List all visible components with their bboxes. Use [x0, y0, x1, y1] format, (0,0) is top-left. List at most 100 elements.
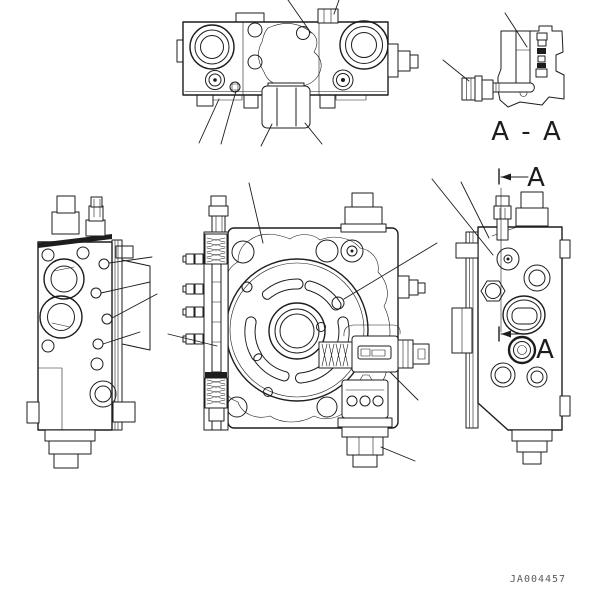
plug-port	[90, 287, 102, 299]
section-outline	[497, 25, 565, 108]
bolt-hole	[90, 357, 104, 371]
fitting-bolt	[461, 75, 535, 102]
section-marker-middle-label: A	[536, 335, 556, 365]
bolt-hole	[247, 22, 263, 38]
leader-line	[431, 178, 494, 256]
bottom-solenoid	[44, 429, 96, 469]
spool-stem	[208, 195, 229, 233]
leader-line	[248, 182, 264, 244]
section-marker-top-label: A	[527, 163, 547, 193]
leader-line	[504, 12, 528, 48]
plug-port	[331, 296, 345, 310]
bolt-hole	[316, 396, 338, 418]
plug-port	[98, 258, 110, 270]
port-ring-bottom	[89, 380, 117, 408]
hex-plug-top	[317, 8, 339, 24]
top-cap	[340, 192, 387, 233]
spring-section	[206, 379, 226, 405]
bolt-hole	[247, 54, 263, 70]
port-boss-edge	[182, 253, 204, 345]
bolt-ring	[340, 239, 364, 263]
bolt-hole	[226, 396, 248, 418]
top-view	[176, 8, 419, 129]
leader-line	[100, 281, 151, 294]
spool-bank	[182, 195, 229, 431]
bottom-solenoid	[511, 429, 553, 465]
section-view-aa: A - A	[461, 25, 565, 147]
left-side-view	[26, 195, 151, 469]
port-boss-left	[189, 24, 235, 70]
leader-line	[287, 0, 312, 34]
solenoid-block	[261, 82, 311, 129]
plug-port	[263, 387, 273, 397]
plug-port	[101, 313, 113, 325]
cap-assembly	[515, 191, 549, 227]
plug-small-right	[332, 69, 354, 91]
relief-valve-cartridge	[318, 324, 430, 373]
leader-line	[167, 333, 218, 347]
side-fitting	[387, 43, 419, 78]
side-tab	[559, 239, 571, 259]
top-tab	[235, 12, 265, 23]
leader-line	[442, 59, 470, 82]
spring-section	[206, 237, 226, 263]
leader-line	[198, 98, 220, 144]
port-ring	[523, 264, 551, 292]
front-view	[182, 192, 430, 468]
mount-tab	[243, 94, 259, 109]
leader-line	[111, 293, 158, 319]
section-arrow-middle: A	[498, 326, 556, 365]
plug-small-left	[205, 70, 225, 90]
leader-line	[304, 122, 323, 145]
port-ring-upper	[43, 258, 85, 300]
section-arrow-top: A	[498, 163, 547, 193]
leader-line	[389, 371, 419, 401]
drawing-number: JA004457	[510, 574, 566, 585]
bolt-hole	[41, 248, 55, 262]
leader-line	[343, 242, 438, 300]
side-plate	[121, 259, 151, 351]
side-tab	[26, 401, 40, 424]
valve-stem	[85, 196, 106, 237]
bolt-ring	[496, 247, 520, 271]
plug-port	[316, 322, 326, 332]
spring-coil	[321, 343, 349, 367]
oval-port	[502, 295, 546, 335]
leader-line	[220, 90, 237, 145]
plug-multi-ring	[507, 335, 537, 365]
port-boss-right	[339, 20, 389, 70]
leader-line	[460, 181, 490, 239]
plug-port	[241, 281, 253, 293]
bolt-hole	[315, 239, 339, 263]
leader-line	[380, 446, 416, 462]
top-face-edge	[38, 234, 112, 248]
port-ring-lower	[39, 295, 83, 339]
section-view-title: A - A	[491, 117, 562, 147]
hex-plug	[480, 280, 506, 302]
mount-tab	[319, 94, 336, 109]
port-ring	[526, 366, 548, 388]
mount-tab	[196, 94, 214, 107]
bolt-hole	[231, 240, 255, 264]
valve-body	[477, 226, 563, 431]
side-tab	[455, 242, 479, 259]
mounting-face-edge	[111, 239, 151, 431]
leader-line	[108, 256, 153, 264]
leader-lines	[100, 0, 528, 462]
right-fitting	[397, 275, 426, 299]
cap-assembly	[51, 195, 80, 235]
center-bore	[268, 302, 326, 360]
solenoid-connector	[337, 374, 393, 468]
port-ring	[490, 362, 516, 388]
bolt-hole	[41, 339, 55, 353]
side-plate	[451, 307, 473, 354]
leader-line	[102, 331, 141, 345]
hex-nut	[346, 436, 384, 456]
section-cut-markers: A A	[498, 163, 556, 365]
bolt-hole	[76, 246, 90, 260]
right-side-view	[451, 191, 571, 465]
leader-line	[260, 123, 273, 147]
bolt-section	[535, 32, 548, 78]
